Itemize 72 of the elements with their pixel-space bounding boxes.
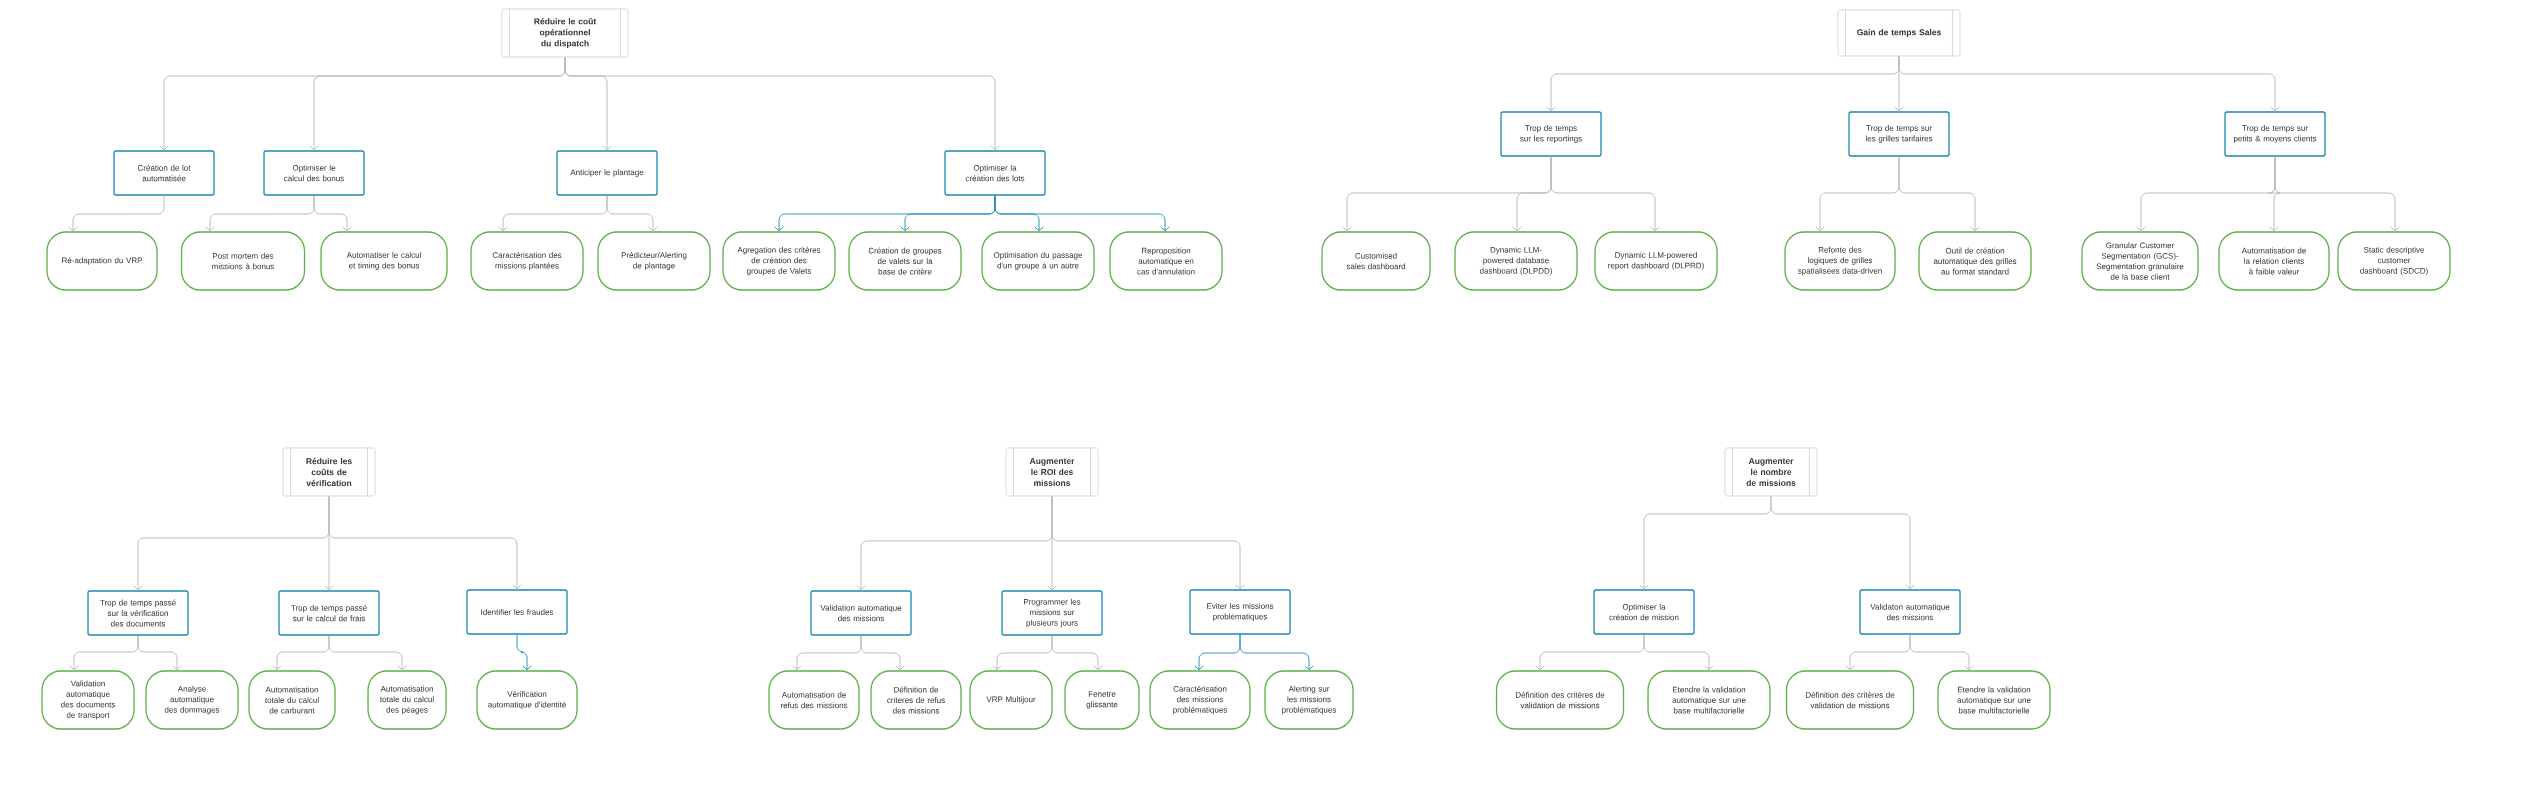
terminal-box: Fenetre glissante — [1064, 670, 1140, 730]
process-box: Optimiser la création de mission — [1593, 589, 1695, 635]
arrow — [564, 57, 1000, 151]
process-box: Trop de temps passé sur la vérification des documents — [87, 590, 189, 636]
process-box: Trop de temps sur les grilles tarifaires — [1848, 111, 1950, 157]
terminal-box: Caractérisation des missions plantées — [470, 231, 584, 291]
terminal-box: Etendre la validation automatique sur une base multifactorielle — [1647, 670, 1771, 730]
terminal-box: Refonte des logiques de grilles spatialisées data-driven — [1784, 231, 1896, 291]
arrow — [328, 635, 407, 671]
terminal-box: Static descriptive customer dashboard (SDCD) — [2337, 231, 2451, 291]
process-box: Validation automatique des missions — [810, 590, 912, 636]
terminal-box: Post mortem des missions à bonus — [180, 231, 306, 291]
terminal-box: Dynamic LLM-powered report dashboard (DLPRD) — [1594, 231, 1718, 291]
process-box: Optimiser le calcul des bonus — [263, 150, 365, 196]
arrow — [516, 634, 532, 671]
arrow — [1643, 634, 1714, 671]
terminal-box: Définition des critères de validation de missions — [1495, 670, 1625, 730]
arrow — [1239, 634, 1314, 671]
terminal-box: VRP Multijour — [969, 670, 1053, 730]
subroutine-box: Réduire le coût opérationnel du dispatch — [501, 8, 629, 58]
process-box: Programmer les missions sur plusieurs jours — [1001, 590, 1103, 636]
terminal-box: Automatisation totale du calcul de carburant — [248, 670, 336, 730]
arrow — [1051, 635, 1103, 671]
terminal-box: Prédicteur/Alerting de plantage — [597, 231, 711, 291]
terminal-box: Optimisation du passage d'un groupe à un autre — [981, 231, 1095, 291]
process-box: Trop de temps sur petits & moyens clients — [2224, 111, 2326, 157]
terminal-box: Analyse automatique des dommages — [145, 670, 239, 730]
terminal-box: Outil de création automatique des grilles au format standard — [1918, 231, 2032, 291]
process-box: Anticiper le plantage — [556, 150, 658, 196]
terminal-box: Automatisation de refus des missions — [768, 670, 860, 730]
process-box: Trop de temps sur les reportings — [1500, 111, 1602, 157]
terminal-box: Automatisation totale du calcul des péages — [367, 670, 447, 730]
terminal-box: Définition de criteres de refus des missions — [870, 670, 962, 730]
terminal-box: Création de groupes de valets sur la base de critère — [848, 231, 962, 291]
arrow — [1909, 634, 1974, 671]
process-box: Validaton automatique des missions — [1859, 589, 1961, 635]
arrow — [313, 195, 352, 232]
terminal-box: Automatisation de la relation clients à faible valeur — [2218, 231, 2330, 291]
terminal-box: Etendre la validation automatique sur une base multifactorielle — [1937, 670, 2051, 730]
arrow — [137, 635, 182, 671]
arrow — [606, 195, 658, 232]
terminal-box: Granular Customer Segmentation (GCS)- Segmentation granulaire de la base client — [2081, 231, 2199, 291]
terminal-box: Alerting sur les missions problématiques — [1264, 670, 1354, 730]
process-box: Optimiser la création des lots — [944, 150, 1046, 196]
arrow — [1898, 156, 1980, 232]
terminal-box: Vérification automatique d'identité — [476, 670, 578, 730]
subroutine-box: Réduire les coûts de vérification — [282, 447, 376, 497]
process-box: Identifier les fraudes — [466, 589, 568, 635]
terminal-box: Agregation des critères de création des groupes de Valets — [722, 231, 836, 291]
subroutine-box: Augmenter le nombre de missions — [1724, 447, 1818, 497]
terminal-box: Ré-adaptation du VRP — [46, 231, 158, 291]
process-box: Eviter les missions problématiques — [1189, 589, 1291, 635]
arrow — [328, 496, 522, 590]
subroutine-box: Augmenter le ROI des missions — [1005, 447, 1099, 497]
arrow — [1051, 496, 1245, 590]
arrow — [860, 635, 905, 671]
arrow — [1770, 496, 1915, 590]
arrow — [994, 195, 1170, 232]
terminal-box: Customised sales dashboard — [1321, 231, 1431, 291]
terminal-box: Caractérisation des missions problématiques — [1149, 670, 1251, 730]
arrow — [68, 195, 165, 232]
terminal-box: Dynamic LLM-powered database dashboard (DLPDD) — [1454, 231, 1578, 291]
arrow — [2274, 156, 2400, 232]
terminal-box: Automatiser le calcul et timing des bonus — [320, 231, 448, 291]
arrow — [1550, 156, 1660, 232]
terminal-box: Reproposition automatique en cas d'annulation — [1109, 231, 1223, 291]
terminal-box: Validation automatique des documents de transport — [41, 670, 135, 730]
terminal-box: Définition des critères de validation de missions — [1785, 670, 1915, 730]
subroutine-box: Gain de temps Sales — [1837, 9, 1961, 57]
process-box: Trop de temps passé sur le calcul de frais — [278, 590, 380, 636]
process-box: Création de lot automatisée — [113, 150, 215, 196]
arrow — [1898, 56, 2280, 112]
